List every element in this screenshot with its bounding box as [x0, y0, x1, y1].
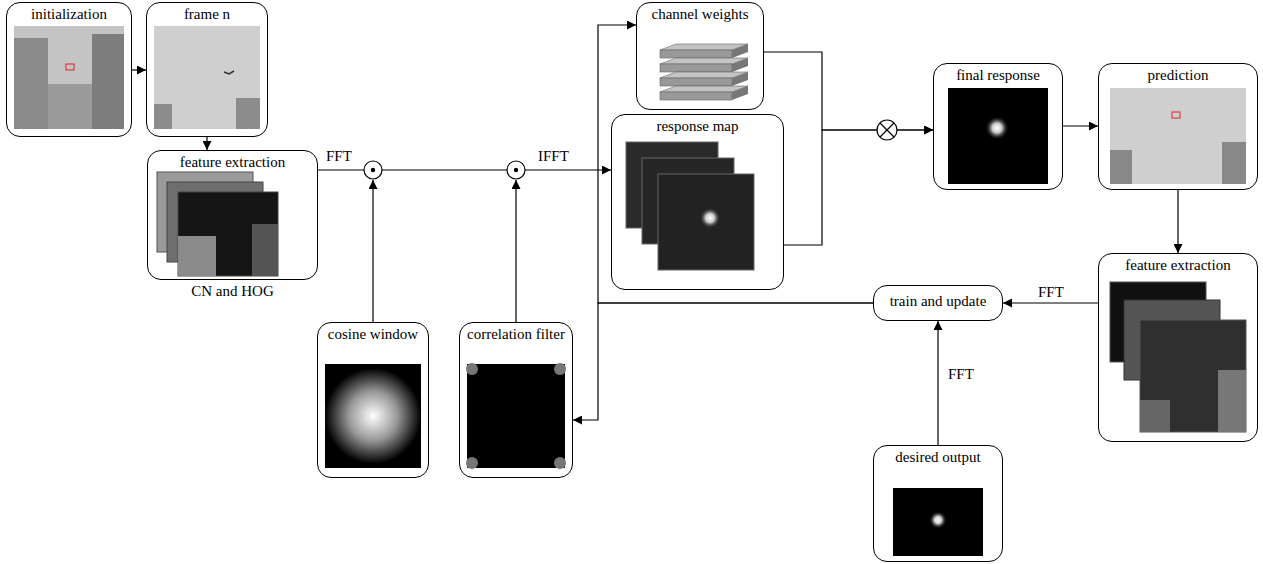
- image-panel: correlation filter: [459, 322, 573, 478]
- image-panel: final response: [933, 63, 1063, 190]
- building: [1222, 142, 1246, 184]
- flow-arrow: [1063, 125, 1098, 126]
- panel-title: response map: [612, 115, 783, 135]
- slab: [660, 78, 732, 86]
- building: [48, 84, 92, 129]
- response-peak: [699, 207, 721, 229]
- operator-dot: [514, 168, 518, 172]
- image-panel: response map: [611, 114, 784, 290]
- filter-blob: [554, 457, 566, 469]
- slab: [732, 72, 748, 86]
- panel-title: correlation filter: [460, 323, 572, 343]
- panel-title: feature extraction: [1099, 254, 1257, 274]
- cosine-glow: [325, 368, 421, 464]
- image-panel: prediction: [1098, 63, 1258, 190]
- panel-title: train and update: [874, 286, 1002, 310]
- image-panel: feature extractionCN and HOG: [147, 150, 318, 280]
- transform-label: IFFT: [536, 148, 571, 165]
- image-panel: train and update: [873, 285, 1003, 321]
- flow-arrow: [1003, 302, 1098, 303]
- panel-caption: CN and HOG: [138, 283, 327, 300]
- slab: [732, 58, 748, 72]
- flow-arrow: [764, 52, 933, 130]
- transform-label: FFT: [324, 148, 354, 165]
- flow-arrow: [937, 321, 938, 445]
- product-operator: [877, 120, 897, 140]
- filter-blob: [466, 457, 478, 469]
- flow-arrow: [1177, 190, 1178, 253]
- building: [92, 34, 124, 129]
- elementwise-operator: [364, 161, 382, 179]
- flow-arrow: [598, 25, 873, 303]
- final-image: [948, 88, 1048, 184]
- slab: [660, 50, 732, 58]
- slab: [660, 64, 732, 72]
- photo-sky: [1110, 88, 1246, 184]
- panel-title: frame n: [147, 3, 267, 23]
- feature-shape: [178, 236, 216, 276]
- panel-title: feature extraction: [148, 151, 317, 171]
- image-panel: frame n: [146, 2, 268, 137]
- flow-arrow: [318, 169, 611, 170]
- slab: [732, 44, 748, 58]
- target-image: [893, 488, 983, 556]
- filter-blob: [466, 363, 478, 375]
- operator-cross: [880, 123, 894, 137]
- feature-shape: [252, 224, 278, 276]
- image-panel: initialization: [6, 2, 132, 137]
- building: [1110, 150, 1132, 184]
- flow-arrow: [132, 69, 146, 70]
- image-panel: channel weights: [636, 2, 764, 110]
- flow-arrow: [206, 137, 207, 150]
- slab: [660, 92, 732, 100]
- feature-layer: [1140, 320, 1246, 432]
- wire: [372, 180, 373, 322]
- elementwise-operator: [507, 161, 525, 179]
- photo-sky: [14, 26, 124, 129]
- operator-dot: [371, 168, 375, 172]
- feature-layer: [178, 192, 278, 276]
- transform-label: FFT: [946, 366, 976, 383]
- photo-sky: [154, 26, 260, 129]
- building: [236, 98, 260, 129]
- wire: [515, 180, 516, 322]
- transform-label: FFT: [1036, 284, 1066, 301]
- response-layer: [658, 174, 754, 270]
- filter-blob: [554, 363, 566, 375]
- image-panel: feature extraction: [1098, 253, 1258, 442]
- target-peak: [929, 511, 947, 529]
- building: [154, 104, 172, 129]
- flow-arrow: [784, 130, 933, 245]
- feature-shape: [1140, 400, 1170, 432]
- weight-slabs: [660, 44, 748, 100]
- flow-arrow: [573, 303, 873, 420]
- slab: [732, 86, 748, 100]
- filter-image: [467, 364, 565, 468]
- drone: [224, 71, 234, 74]
- panel-title: cosine window: [318, 323, 428, 343]
- panel-title: desired output: [874, 446, 1002, 466]
- panel-title: initialization: [7, 3, 131, 23]
- image-panel: desired output: [873, 445, 1003, 562]
- image-panel: cosine window: [317, 322, 429, 478]
- panel-title: prediction: [1099, 64, 1257, 84]
- final-peak: [985, 116, 1009, 140]
- target-box: [66, 64, 74, 70]
- panel-title: final response: [934, 64, 1062, 84]
- feature-shape: [1218, 370, 1246, 432]
- target-box: [1172, 112, 1180, 118]
- panel-title: channel weights: [637, 3, 763, 23]
- building: [14, 38, 48, 129]
- cosine-image: [325, 364, 421, 468]
